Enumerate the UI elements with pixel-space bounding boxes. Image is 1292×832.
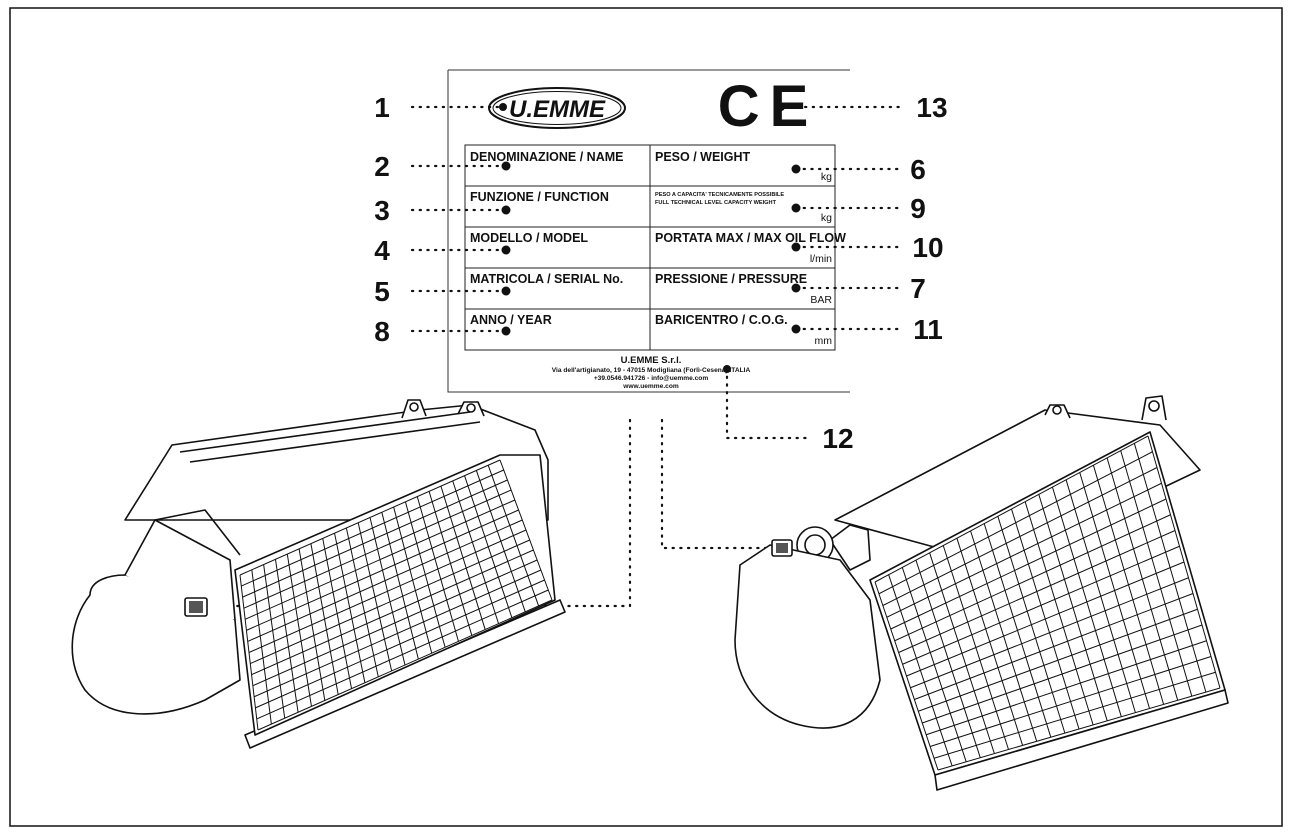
footer-contact: +39.0546.941726 - info@uemme.com [594, 375, 709, 382]
cell-year: ANNO / YEAR [470, 313, 552, 327]
uemme-logo: U.EMME [488, 87, 626, 129]
cell-function: FUNZIONE / FUNCTION [470, 190, 609, 204]
cell-pressure: PRESSIONE / PRESSURE [655, 272, 807, 286]
callout-13: 13 [916, 92, 947, 123]
callout-7: 7 [910, 273, 926, 304]
cell-serial: MATRICOLA / SERIAL No. [470, 272, 623, 286]
callout-10: 10 [912, 232, 943, 263]
callout-8: 8 [374, 316, 390, 347]
callout-9: 9 [910, 193, 926, 224]
cell-weight: PESO / WEIGHT [655, 150, 751, 164]
leader-lines [198, 105, 905, 608]
mixer-bucket-right-grid [874, 435, 1221, 771]
ce-mark: CE [718, 74, 819, 139]
identification-plate: U.EMME CE DENOMINAZIONE / NAME FUNZIONE … [447, 69, 850, 393]
callout-12: 12 [822, 423, 853, 454]
cell-model: MODELLO / MODEL [470, 231, 588, 245]
cell-capacity-weight-en: FULL TECHNICAL LEVEL CAPACITY WEIGHT [655, 200, 777, 206]
mixer-bucket-left-grid [239, 459, 553, 731]
footer-company: U.EMME S.r.l. [621, 355, 682, 366]
callout-5: 5 [374, 276, 390, 307]
logo-text: U.EMME [509, 96, 606, 123]
unit-oil-flow: l/min [810, 253, 832, 265]
plate-border [447, 69, 850, 393]
callout-1: 1 [374, 92, 390, 123]
unit-pressure: BAR [810, 294, 832, 306]
callout-11: 11 [913, 314, 943, 345]
mixer-bucket-left [71, 399, 566, 749]
outer-frame [9, 7, 1283, 827]
unit-weight: kg [821, 171, 832, 183]
callout-4: 4 [374, 235, 390, 266]
unit-cog: mm [815, 335, 833, 347]
footer-website: www.uemme.com [622, 383, 679, 390]
callout-2: 2 [374, 151, 390, 182]
cell-capacity-weight-it: PESO A CAPACITA' TECNICAMENTE POSSIBILE [655, 192, 784, 198]
callout-numbers: 1 2 3 4 5 8 13 6 9 10 7 11 12 [374, 92, 947, 454]
mixer-bucket-right [734, 395, 1229, 791]
unit-capacity-weight: kg [821, 212, 832, 224]
cell-cog: BARICENTRO / C.O.G. [655, 313, 788, 327]
callout-3: 3 [374, 195, 390, 226]
callout-6: 6 [910, 154, 926, 185]
cell-name: DENOMINAZIONE / NAME [470, 150, 623, 164]
cell-oil-flow: PORTATA MAX / MAX OIL FLOW [655, 231, 846, 245]
footer-address: Via dell'artigianato, 19 - 47015 Modigli… [552, 367, 751, 374]
